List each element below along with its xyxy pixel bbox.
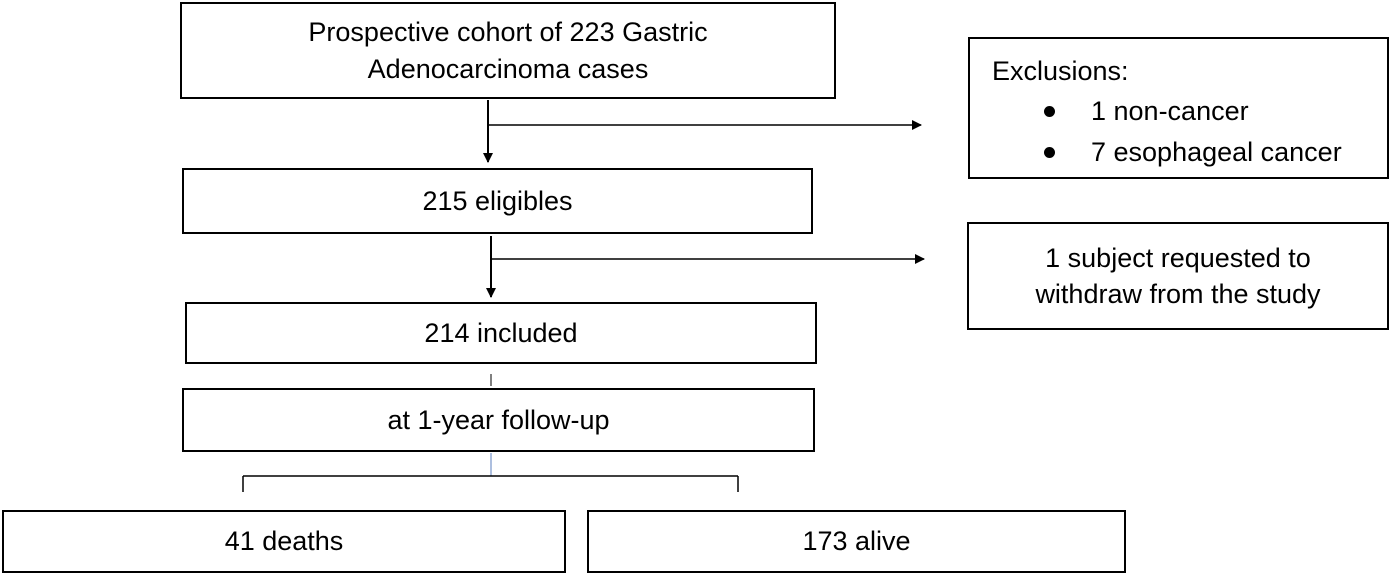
followup-box: at 1-year follow-up: [182, 388, 815, 452]
deaths-label: 41 deaths: [224, 526, 344, 557]
bullet-icon: [1044, 146, 1055, 158]
exclusions-box: Exclusions: 1 non-cancer 7 esophageal ca…: [968, 37, 1389, 179]
alive-box: 173 alive: [587, 510, 1126, 573]
withdrawal-line-2: withdraw from the study: [1035, 279, 1321, 309]
included-box: 214 included: [185, 302, 817, 364]
included-label: 214 included: [424, 317, 578, 348]
exclusion-item: 7 esophageal cancer: [992, 134, 1342, 170]
eligibles-label: 215 eligibles: [422, 185, 573, 216]
withdrawal-box: 1 subject requested to withdraw from the…: [967, 222, 1389, 330]
deaths-box: 41 deaths: [2, 510, 566, 573]
exclusion-item: 1 non-cancer: [992, 93, 1342, 129]
bullet-icon: [1044, 106, 1055, 118]
cohort-line-2: Adenocarcinoma cases: [367, 53, 649, 84]
withdrawal-line-1: 1 subject requested to: [1045, 242, 1311, 273]
cohort-box: Prospective cohort of 223 Gastric Adenoc…: [180, 2, 836, 99]
exclusion-label: 1 non-cancer: [1091, 96, 1249, 127]
alive-label: 173 alive: [802, 526, 911, 557]
followup-label: at 1-year follow-up: [387, 404, 610, 435]
exclusion-label: 7 esophageal cancer: [1091, 136, 1342, 167]
eligibles-box: 215 eligibles: [182, 168, 813, 234]
cohort-line-1: Prospective cohort of 223 Gastric: [308, 17, 708, 48]
exclusions-title: Exclusions:: [992, 56, 1129, 86]
exclusions-list: 1 non-cancer 7 esophageal cancer: [992, 93, 1342, 170]
